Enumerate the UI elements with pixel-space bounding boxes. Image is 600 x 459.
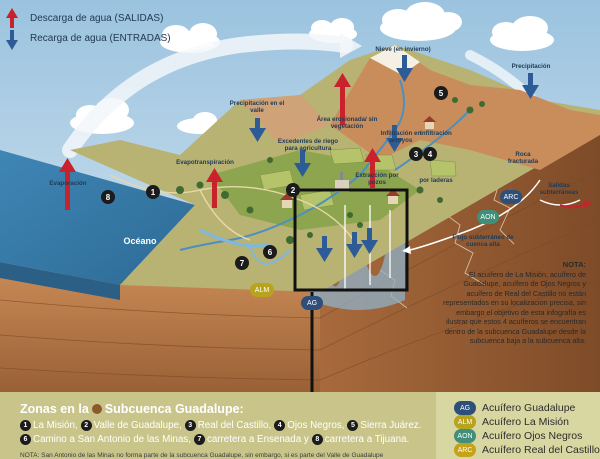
label-excedentes: Excedentes de riego para agricultura — [277, 138, 339, 153]
label-salidas: Salidas subterráneas — [539, 182, 579, 197]
label-infiltracion-arroyos: Infiltración en arroyos — [380, 130, 422, 145]
legend-outflow-label: Descarga de agua (SALIDAS) — [30, 12, 164, 24]
aquifer-legend-ag: AG Acuífero Guadalupe — [454, 401, 575, 415]
aquifer-code-badge: ARC — [454, 443, 476, 457]
aquifer-legend-alm: ALM Acuífero La Misión — [454, 415, 569, 429]
zone-num: 7 — [193, 434, 205, 445]
zone-num: 1 — [20, 420, 31, 431]
clouds — [70, 2, 554, 137]
zone-name: Valle de Guadalupe, — [93, 420, 182, 431]
legend-inflow-label: Recarga de agua (ENTRADAS) — [30, 32, 171, 44]
label-oceano: Océano — [123, 236, 157, 246]
aquifer-name: Acuífero Guadalupe — [482, 402, 576, 414]
badge-arc: ARC — [500, 190, 522, 204]
label-flujo: Flujo subterráneo de cuenca alta — [452, 234, 514, 249]
note-block: NOTA: El acuífero de La Misión, acuífero… — [442, 260, 586, 346]
label-evaporacion: Evaporación — [49, 180, 87, 187]
label-por-laderas: por laderas — [419, 177, 453, 184]
badge-aon: AON — [477, 210, 499, 224]
flow-legend: Descarga de agua (SALIDAS) Recarga de ag… — [6, 8, 171, 48]
zone-name: Ojos Negros, — [287, 420, 345, 431]
zone-name: Sierra Juárez. — [360, 420, 422, 431]
zone-num: 2 — [80, 420, 92, 431]
zone-name: Camino a San Antonio de las Minas, — [33, 434, 191, 445]
aquifer-code-badge: ALM — [454, 415, 476, 429]
zones-title: Zonas en la Subcuenca Guadalupe: — [20, 402, 244, 416]
zones-title-prefix: Zonas en la — [20, 402, 89, 416]
aquifer-legend-arc: ARC Acuífero Real del Castillo — [454, 443, 600, 457]
marker-6: 6 — [263, 245, 277, 259]
guadalupe-focus-box — [293, 188, 409, 292]
aquifer-name: Acuífero La Misión — [482, 416, 569, 428]
label-precipitacion-valle: Precipitación en el valle — [229, 100, 285, 115]
legend-arrow-down-icon — [6, 30, 18, 50]
marker-8: 8 — [101, 190, 115, 204]
note-text: El acuífero de La Misión, acuífero de Gu… — [442, 269, 586, 346]
badge-ag: AG — [301, 296, 323, 310]
zone-name: La Misión, — [33, 420, 78, 431]
marker-2: 2 — [286, 183, 300, 197]
zone-name: carretera a Ensenada y — [206, 434, 309, 445]
legend-arrow-up-icon — [6, 8, 18, 28]
zones-footnote: NOTA: San Antonio de las Minas no forma … — [20, 452, 384, 459]
aquifer-code-badge: AON — [454, 429, 476, 443]
marker-3: 3 — [409, 147, 423, 161]
note-title: NOTA: — [562, 260, 586, 269]
subcuenca-dot-icon — [91, 404, 102, 414]
label-precipitacion-right: Precipitación — [511, 63, 551, 70]
zone-name: Real del Castillo, — [197, 420, 272, 431]
label-roca: Roca fracturada — [507, 151, 539, 166]
outflow-arrows — [59, 73, 381, 210]
inflow-arrows — [249, 55, 539, 262]
zone-num: 5 — [347, 420, 359, 431]
label-area-erosionada: Área erosionada/ sin vegetación — [316, 116, 378, 131]
marker-7: 7 — [235, 256, 249, 270]
zone-name: carretera a Tijuana. — [324, 434, 410, 445]
zone-num: 4 — [274, 420, 286, 431]
marker-1: 1 — [146, 185, 160, 199]
label-nieve: Nieve (en invierno) — [375, 46, 431, 53]
marker-5: 5 — [434, 86, 448, 100]
aquifer-legend-aon: AON Acuífero Ojos Negros — [454, 429, 582, 443]
zone-num: 8 — [311, 434, 323, 445]
badge-alm: ALM — [250, 283, 274, 297]
zones-panel — [0, 392, 436, 459]
zone-num: 3 — [184, 420, 196, 431]
atmosphere-arc — [62, 33, 353, 158]
aquifer-name: Acuífero Ojos Negros — [482, 430, 583, 442]
zones-title-suffix: Subcuenca Guadalupe: — [104, 402, 244, 416]
label-extraccion: Extracción por pozos — [355, 172, 399, 187]
label-infiltracion: Infiltración — [420, 130, 452, 137]
ocean — [0, 150, 195, 285]
marker-4: 4 — [423, 147, 437, 161]
label-evapotranspiracion: Evapotranspiración — [176, 159, 234, 166]
soil-front-left — [0, 270, 320, 392]
soil-front-right — [320, 130, 600, 392]
aquifer-name: Acuífero Real del Castillo — [482, 444, 600, 456]
zone-num: 6 — [20, 434, 31, 445]
aquifer-code-badge: AG — [454, 401, 476, 415]
